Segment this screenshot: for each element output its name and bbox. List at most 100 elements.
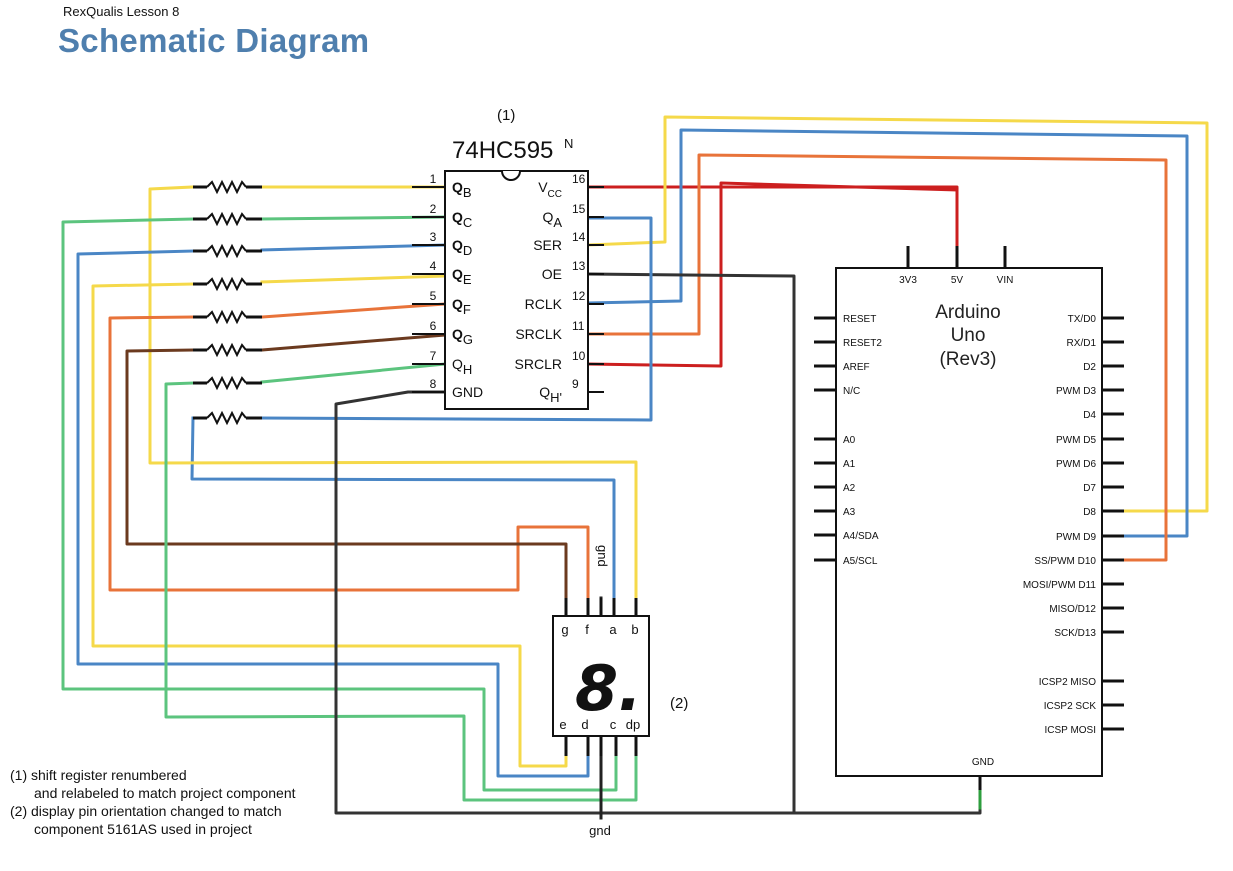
arduino-body	[835, 267, 1103, 777]
arduino-pin-label: D8	[1083, 507, 1096, 518]
chip-pin-number: 14	[572, 230, 586, 244]
page-title: Schematic Diagram	[58, 22, 370, 59]
arduino-top-pin: VIN	[997, 246, 1013, 286]
display-pin-label: c	[610, 717, 617, 732]
wire-qg	[260, 333, 447, 352]
wire-rclk	[586, 128, 1189, 538]
wire-qc-2	[61, 217, 618, 792]
display-bottom-pin: dp	[626, 717, 640, 756]
wire-qh-2	[164, 381, 638, 802]
display-pin-label: f	[585, 622, 589, 637]
chip-part-number: 74HC595	[452, 137, 553, 164]
display-note-marker: (2)	[670, 695, 688, 712]
arduino-top-pin: 3V3	[899, 246, 917, 286]
chip-pin-number: 8	[430, 377, 437, 391]
chip-pin-number: 7	[430, 349, 437, 363]
display-pin-label: d	[581, 717, 588, 732]
arduino-pin-label: ICSP2 SCK	[1044, 701, 1097, 712]
wire-qd-2	[76, 249, 590, 778]
wire-qa-2	[190, 416, 616, 618]
chip-pin-number: 9	[572, 377, 579, 391]
resistor	[193, 342, 262, 358]
display-pin-label: e	[559, 717, 566, 732]
arduino-title-line-1: Arduino	[935, 302, 1001, 323]
resistor	[193, 276, 262, 292]
chip-pin-number: 13	[572, 259, 586, 273]
chip-suffix: N	[564, 136, 573, 151]
arduino-right-pin: D7	[1083, 483, 1124, 494]
chip-pin-number: 11	[572, 319, 585, 333]
display-bottom-pin: e	[559, 717, 568, 756]
chip-pin-label: SER	[533, 237, 562, 253]
chip-pin-number: 2	[430, 202, 437, 216]
resistor	[193, 211, 262, 227]
chip-pin-label: GND	[452, 384, 483, 400]
arduino-right-pin: SCK/D13	[1054, 628, 1124, 639]
arduino-pin-label: AREF	[843, 362, 870, 373]
wire-srclk	[586, 153, 1168, 562]
display-bottom-pin: c	[610, 717, 618, 756]
arduino-right-pin: PWM D6	[1056, 459, 1124, 470]
arduino-right-pin: ICSP MOSI	[1045, 725, 1124, 736]
chip-pin-label: QH'	[539, 384, 562, 405]
arduino-left-pin: RESET2	[814, 338, 882, 349]
arduino-pin-label: SS/PWM D10	[1034, 556, 1096, 567]
display-pin-label: b	[631, 622, 638, 637]
chip-pin-number: 6	[430, 319, 437, 333]
wire-qb-2	[148, 185, 638, 618]
arduino-left-pin: A3	[814, 507, 856, 518]
chip-pin-number: 15	[572, 202, 586, 216]
chip-pin-label: SRCLK	[515, 326, 562, 342]
chip-pin-label: QC	[452, 209, 472, 230]
arduino-pin-label: A3	[843, 507, 856, 518]
display-pin-label: dp	[626, 717, 640, 732]
wire-oe	[586, 272, 796, 814]
footnote-2-cont: component 5161AS used in project	[34, 821, 252, 837]
arduino-right-pin: D8	[1083, 507, 1124, 518]
chip-right-pin: 9QH'	[539, 377, 604, 405]
chip-pin-label: QB	[452, 179, 472, 200]
wire-qg-2	[125, 348, 568, 618]
arduino-pin-label: ICSP MOSI	[1045, 725, 1097, 736]
footnote-1-cont: and relabeled to match project component	[34, 785, 296, 801]
arduino-pin-label: PWM D9	[1056, 532, 1096, 543]
wire-qh	[260, 362, 447, 384]
arduino-title-line-3: (Rev3)	[939, 349, 996, 370]
lesson-label: RexQualis Lesson 8	[63, 4, 180, 19]
footnote-1: (1) shift register renumbered	[10, 767, 187, 783]
arduino-left-pin: A5/SCL	[814, 556, 878, 567]
arduino-pin-label: A0	[843, 435, 856, 446]
arduino-pin-label: MOSI/PWM D11	[1023, 580, 1097, 591]
chip-pin-number: 16	[572, 172, 586, 186]
arduino-right-pin: ICSP2 MISO	[1039, 677, 1124, 688]
arduino-pin-label: A5/SCL	[843, 556, 878, 567]
chip-body	[444, 170, 589, 410]
wire-qe	[260, 274, 447, 284]
chip-pin-number: 12	[572, 289, 586, 303]
wire-vcc	[586, 185, 959, 250]
wire-qf	[260, 302, 447, 319]
wire-qa	[260, 216, 653, 422]
arduino-pin-label: A2	[843, 483, 856, 494]
display-pin-label: a	[609, 622, 617, 637]
footnote-2: (2) display pin orientation changed to m…	[10, 803, 282, 819]
arduino-pin-label: PWM D5	[1056, 435, 1096, 446]
display-top-gnd-label: gnd	[595, 545, 610, 567]
arduino-right-pin: SS/PWM D10	[1034, 556, 1124, 567]
display-pin-label: g	[561, 622, 568, 637]
display-bottom-gnd-label: gnd	[589, 823, 611, 838]
resistor	[193, 410, 262, 426]
arduino-right-pin: RX/D1	[1067, 338, 1124, 349]
